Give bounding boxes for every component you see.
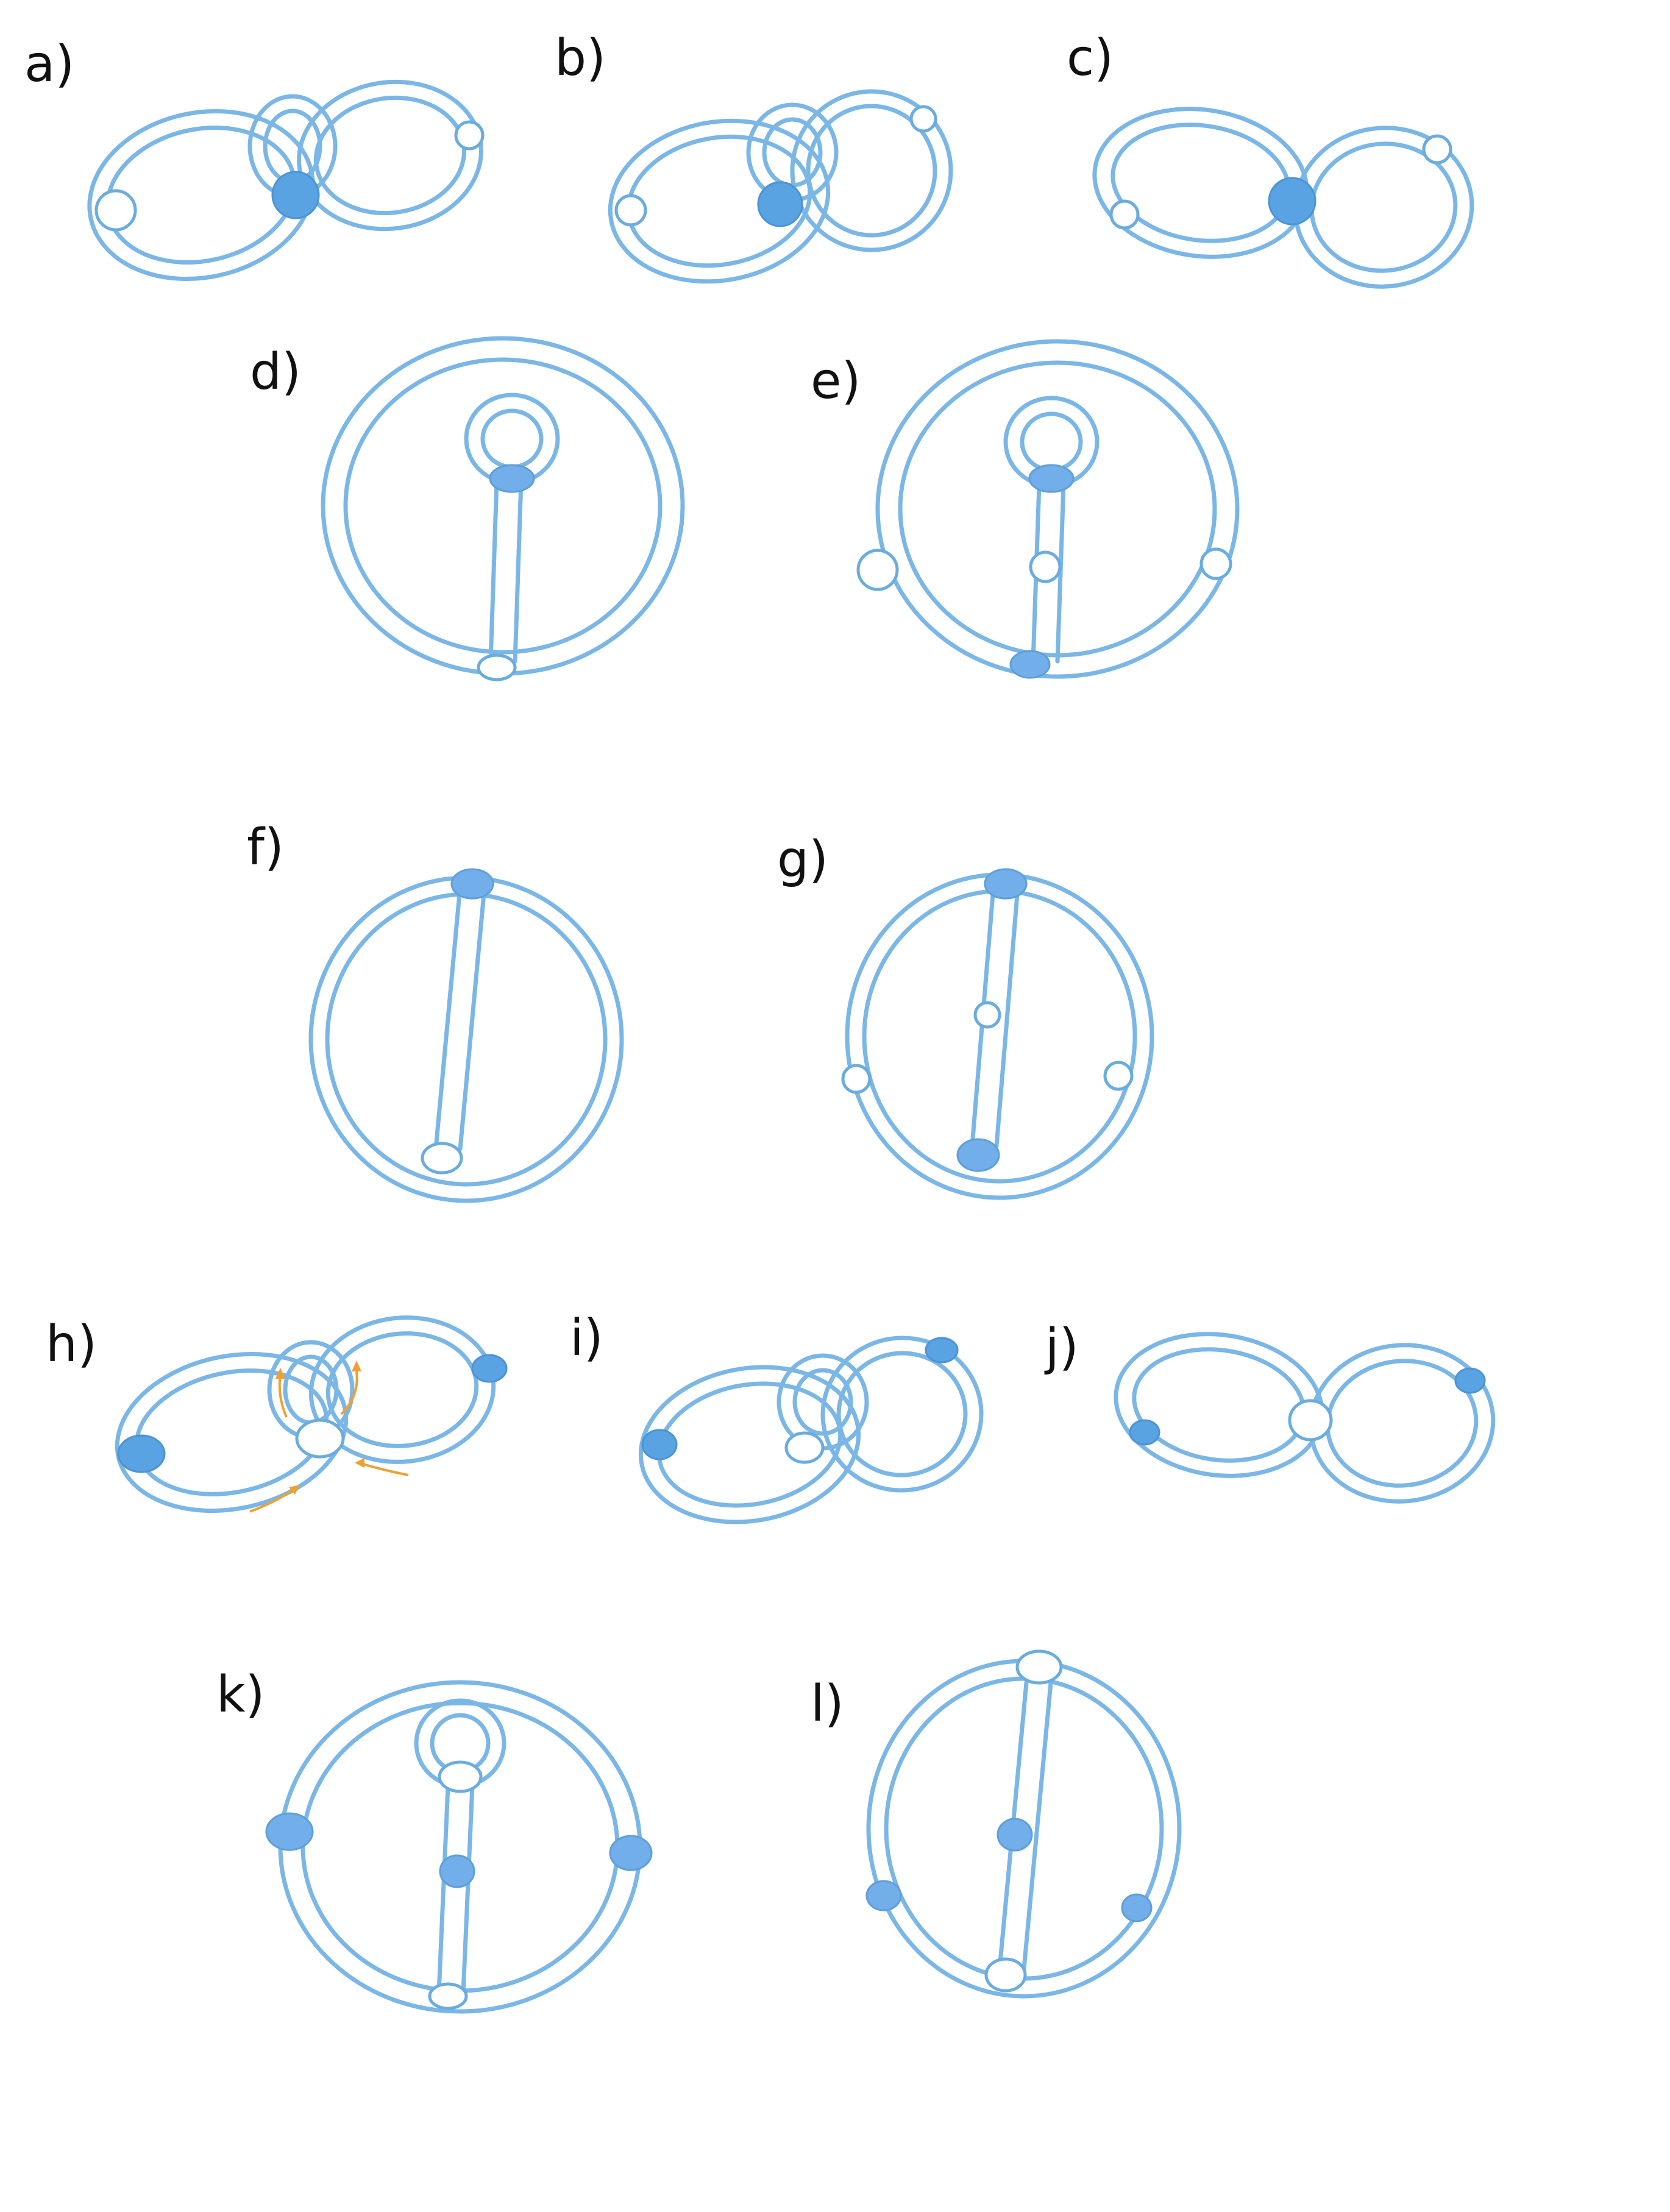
panel-a-right-node bbox=[454, 120, 485, 151]
panel-e-bottom-node bbox=[1009, 650, 1051, 679]
panel-j-center-node bbox=[1288, 1399, 1333, 1442]
panel-label-e: e) bbox=[811, 352, 861, 410]
panel-l-left-node bbox=[865, 1880, 902, 1911]
panel-i-diagram bbox=[638, 1335, 984, 1524]
panel-k-top-node bbox=[438, 1760, 483, 1793]
panel-h-center-node bbox=[295, 1418, 345, 1459]
panel-c-center-node bbox=[1268, 177, 1316, 226]
panel-c-left-node bbox=[1109, 199, 1140, 230]
panel-h-diagram bbox=[115, 1315, 508, 1513]
panel-k-right-node bbox=[609, 1835, 653, 1871]
panel-h-flow-arrow bbox=[359, 1462, 409, 1476]
panel-l-center-node bbox=[997, 1818, 1033, 1852]
panel-e-diagram bbox=[856, 339, 1240, 679]
panel-j-right-node bbox=[1454, 1367, 1486, 1394]
panel-f-diagram bbox=[308, 868, 624, 1203]
panel-k-left-node bbox=[265, 1812, 314, 1851]
panel-b-left-node bbox=[614, 194, 647, 227]
panel-g-diagram bbox=[841, 868, 1154, 1200]
panel-g-bottom-node bbox=[956, 1138, 1000, 1172]
panel-a-diagram bbox=[87, 79, 485, 282]
panel-e-left-node bbox=[856, 549, 899, 591]
panel-k-center-node bbox=[439, 1854, 475, 1888]
panel-j-diagram bbox=[1114, 1332, 1496, 1504]
panel-label-h: h) bbox=[46, 1315, 97, 1373]
panel-k-bottom-node bbox=[428, 1982, 468, 2010]
panel-a-center-node bbox=[271, 171, 320, 219]
panel-i-left-node bbox=[641, 1429, 678, 1460]
panel-l-top-node bbox=[1015, 1649, 1063, 1685]
panel-c-diagram bbox=[1092, 107, 1474, 289]
panel-label-a: a) bbox=[24, 35, 75, 93]
panel-d-top-node bbox=[489, 464, 535, 493]
panel-label-c: c) bbox=[1067, 29, 1114, 87]
panel-l-bottom-node bbox=[984, 1957, 1027, 1993]
panel-label-l: l) bbox=[811, 1675, 844, 1733]
panel-label-d: d) bbox=[250, 343, 302, 401]
panel-f-top-node bbox=[450, 868, 494, 900]
panel-g-center-node bbox=[973, 1001, 1001, 1029]
panel-label-b: b) bbox=[555, 29, 606, 87]
panel-label-f: f) bbox=[247, 819, 284, 877]
panel-b-diagram bbox=[608, 89, 953, 284]
panel-h-left-node bbox=[117, 1434, 166, 1473]
panel-i-center-node bbox=[784, 1431, 825, 1464]
panel-c-right-node bbox=[1422, 134, 1452, 165]
panel-h-flow-arrow bbox=[340, 1371, 358, 1415]
panel-d-bottom-node bbox=[477, 653, 517, 681]
panel-g-right-node bbox=[1103, 1061, 1134, 1091]
panel-l-diagram bbox=[865, 1649, 1182, 1999]
panel-label-g: g) bbox=[777, 831, 829, 889]
panel-b-right-node bbox=[909, 105, 937, 133]
panel-l-right-node bbox=[1121, 1893, 1153, 1922]
panel-h-flow-arrow bbox=[249, 1489, 294, 1513]
panel-label-i: i) bbox=[570, 1309, 603, 1367]
panel-label-j: j) bbox=[1045, 1318, 1079, 1376]
panel-h-right-node bbox=[471, 1354, 508, 1383]
panel-k-diagram bbox=[265, 1680, 653, 2014]
panel-label-k: k) bbox=[216, 1666, 265, 1724]
panel-f-bottom-node bbox=[421, 1142, 463, 1175]
panel-b-center-node bbox=[757, 181, 803, 227]
panel-d-diagram bbox=[321, 336, 685, 681]
panel-i-right-node bbox=[925, 1337, 959, 1364]
panel-a-left-node bbox=[94, 189, 137, 232]
panel-g-top-node bbox=[984, 868, 1028, 900]
panel-j-left-node bbox=[1129, 1419, 1160, 1446]
panel-e-top-node bbox=[1028, 464, 1075, 493]
panel-e-right-node bbox=[1199, 547, 1232, 580]
panel-g-left-node bbox=[841, 1064, 872, 1094]
panel-e-center-node bbox=[1029, 550, 1062, 583]
